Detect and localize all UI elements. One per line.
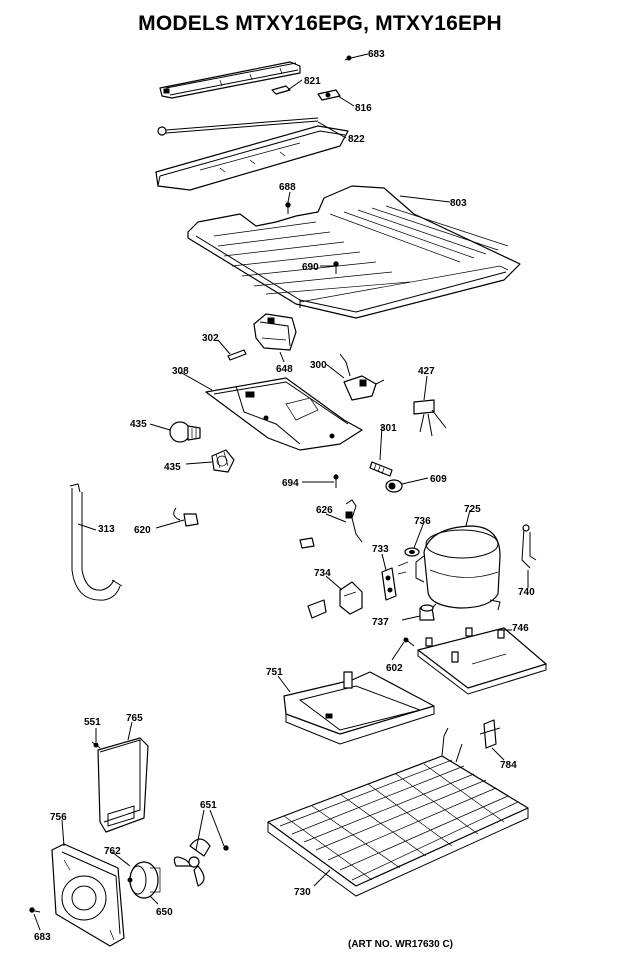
rod-part [157,117,319,136]
callout-labels: 683 821 816 822 688 803 690 302 648 308 … [34,49,535,943]
callout-609: 609 [430,474,447,485]
callout-765: 765 [126,713,143,724]
callout-740: 740 [518,587,535,598]
callout-435-socket: 435 [164,462,181,473]
callout-690: 690 [302,262,319,273]
callout-746: 746 [512,623,529,634]
callout-736: 736 [414,516,431,527]
knob-part-609 [385,479,403,493]
light-bracket-part [159,61,301,99]
callout-620: 620 [134,525,151,536]
callout-651: 651 [200,800,217,811]
callout-626: 626 [316,505,333,516]
callout-733: 733 [372,544,389,555]
screw-part-683 [344,55,352,61]
connector-part-427 [413,399,447,437]
callout-784: 784 [500,760,517,771]
cap-part-784 [479,719,501,749]
compressor-part-725 [415,525,501,611]
overload-part-733 [381,561,409,601]
sensor-part-816 [317,89,341,101]
screw-part-683-lower [29,907,41,913]
callout-734: 734 [314,568,331,579]
drain-tube-part-313 [69,483,123,601]
evaporator-part-730 [267,727,529,897]
callout-688: 688 [279,182,296,193]
channel-part-822 [155,125,349,191]
callout-737: 737 [372,617,389,628]
screw-part-690 [333,261,339,274]
callout-694: 694 [282,478,299,489]
damper-part-301 [369,461,393,477]
clip-part-551 [91,741,101,749]
leader-lines [33,53,529,931]
fan-motor-part-650 [127,861,161,899]
relay-part-626 [299,499,363,549]
shelf-cover-part-803 [187,185,521,319]
screw-part-602 [403,637,415,647]
fan-shroud-part-756 [51,843,125,947]
callout-302: 302 [202,333,219,344]
callout-725: 725 [464,504,481,515]
callout-650: 650 [156,907,173,918]
callout-427: 427 [418,366,435,377]
callout-301: 301 [380,423,397,434]
cover-part-734 [307,581,363,619]
bulb-part-435 [169,421,201,443]
callout-648: 648 [276,364,293,375]
drain-pan-part-751 [283,671,435,745]
screw-part-694 [333,474,339,488]
callout-751: 751 [266,667,283,678]
washer-part-736 [404,547,420,557]
callout-756: 756 [50,812,67,823]
duct-part-765 [97,737,149,833]
callout-602: 602 [386,663,403,674]
screw-part-688 [285,202,291,214]
callout-308: 308 [172,366,189,377]
base-plate-part-746 [417,627,547,695]
housing-part-308 [205,377,363,451]
callout-313: 313 [98,524,115,535]
fan-blade-part-651 [173,838,229,887]
callout-821: 821 [304,76,321,87]
control-part-648 [253,313,297,351]
callout-822: 822 [348,134,365,145]
grommet-part-737 [419,604,435,621]
callout-730: 730 [294,887,311,898]
art-number: (ART NO. WR17630 C) [348,939,454,950]
clip-part-821 [271,85,291,95]
diagram-title: MODELS MTXY16EPG, MTXY16EPH [138,12,502,35]
part-620 [173,507,199,527]
callout-300: 300 [310,360,327,371]
callout-435-bulb: 435 [130,419,147,430]
bracket-part-740 [521,524,537,569]
callout-683-lower: 683 [34,932,51,943]
callout-683: 683 [368,49,385,60]
socket-part-435 [211,449,235,473]
pin-part-302 [227,349,247,361]
switch-part-300 [339,353,385,401]
callout-762: 762 [104,846,121,857]
callout-551: 551 [84,717,101,728]
callout-803: 803 [450,198,467,209]
callout-816: 816 [355,103,372,114]
